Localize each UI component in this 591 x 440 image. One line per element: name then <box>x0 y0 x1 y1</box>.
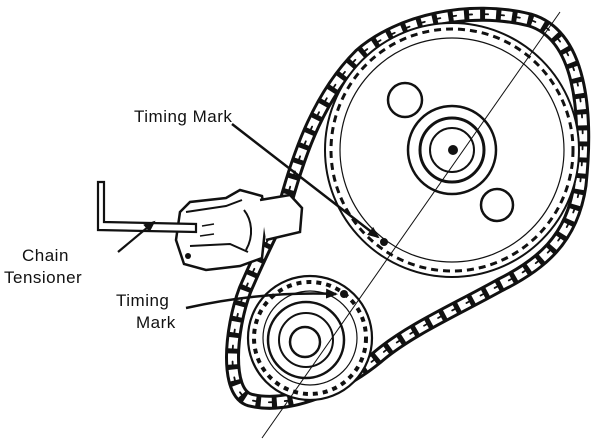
lower-timing-mark-arrow <box>185 288 338 310</box>
camshaft-sprocket <box>324 22 580 278</box>
chain-tensioner-label-line1: Chain <box>22 246 69 265</box>
tensioner-wire <box>96 180 198 234</box>
lower-timing-mark-label-line1: Timing <box>116 291 169 310</box>
crankshaft-sprocket <box>246 274 374 402</box>
camshaft-bolt <box>448 145 458 155</box>
sprocket-lightening-hole <box>479 187 515 223</box>
upper-timing-mark-arrow <box>231 123 380 239</box>
centerline <box>261 11 561 439</box>
crankshaft-timing-mark-dot <box>340 290 348 298</box>
camshaft-timing-mark-dot <box>380 238 388 246</box>
chain-tensioner-label-line2: Tensioner <box>4 268 82 287</box>
upper-timing-mark-label: Timing Mark <box>134 107 232 126</box>
lower-timing-mark-label-line2: Mark <box>136 313 176 332</box>
chain-tensioner <box>96 180 304 272</box>
chain-tensioner-arrow <box>117 220 156 253</box>
timing-chain <box>225 6 591 410</box>
sprocket-lightening-hole <box>386 81 424 119</box>
